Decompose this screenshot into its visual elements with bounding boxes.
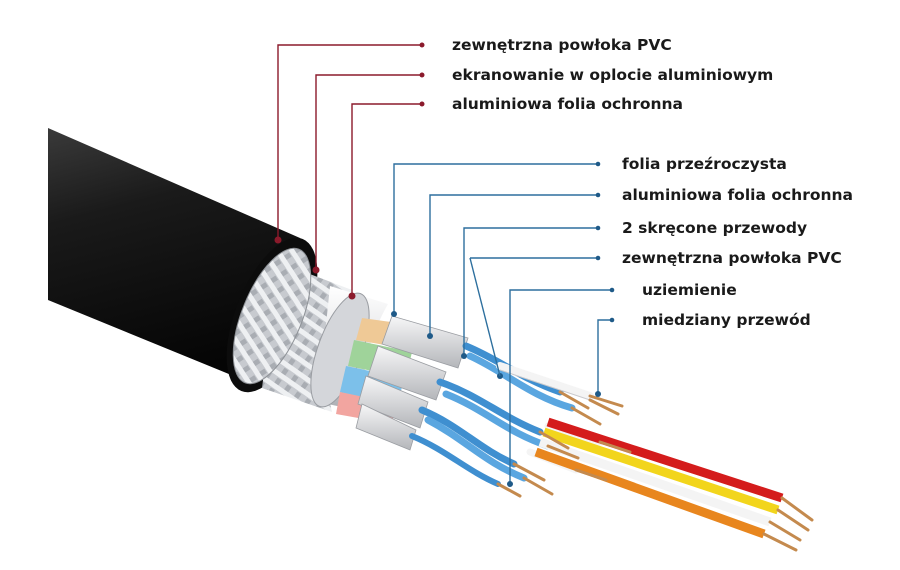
label-pair-foil: aluminiowa folia ochronna	[622, 186, 853, 204]
label-inner-jacket: zewnętrzna powłoka PVC	[622, 249, 842, 267]
label-ground: uziemienie	[642, 281, 737, 299]
label-outer-foil: aluminiowa folia ochronna	[452, 95, 683, 113]
label-copper-wire: miedziany przewód	[642, 311, 811, 329]
label-outer-jacket: zewnętrzna powłoka PVC	[452, 36, 672, 54]
pair-jackets	[355, 315, 469, 451]
outer-leader-dots	[274, 42, 425, 300]
label-clear-foil: folia przeźroczysta	[622, 155, 787, 173]
inner-leader-dots	[391, 161, 615, 487]
outer-leader-lines	[277, 44, 422, 296]
label-braid-shield: ekranowanie w oplocie aluminiowym	[452, 66, 773, 84]
inner-jacket-leader	[469, 257, 501, 377]
label-twisted-pair: 2 skręcone przewody	[622, 219, 807, 237]
copper-tips	[496, 390, 814, 552]
inner-leader-lines	[393, 163, 612, 484]
twisted-pairs	[409, 342, 576, 487]
colored-wires	[534, 417, 784, 539]
